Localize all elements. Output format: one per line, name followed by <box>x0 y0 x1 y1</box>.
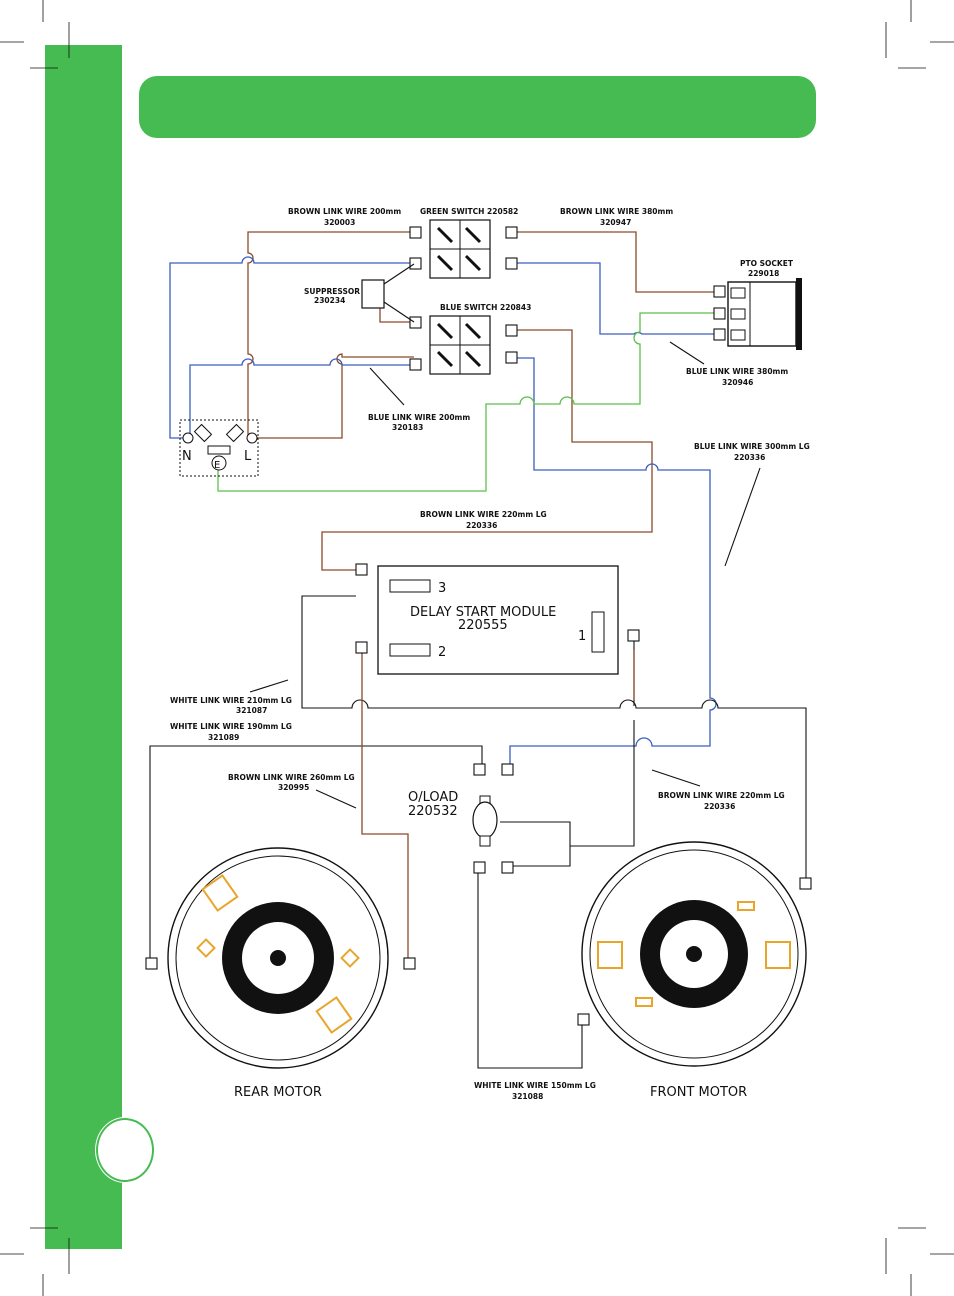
label-white-210: WHITE LINK WIRE 210mm LG <box>170 696 292 705</box>
label-brown-220b: BROWN LINK WIRE 220mm LG <box>658 791 785 800</box>
green-sidebar <box>45 45 122 1249</box>
brown-wire-320995 <box>361 650 409 958</box>
label-brown-220a-code: 220336 <box>466 521 497 530</box>
blue-wire-320183 <box>189 358 414 438</box>
label-brown-220b-code: 220336 <box>704 802 735 811</box>
label-rear-motor: REAR MOTOR <box>234 1085 322 1100</box>
mains-plug <box>179 419 259 477</box>
label-suppressor-code: 230234 <box>314 296 345 305</box>
rear-motor <box>167 847 389 1069</box>
label-pto-code: 229018 <box>748 269 779 278</box>
label-white-190-code: 321089 <box>208 733 239 742</box>
label-oload: O/LOAD <box>408 790 458 805</box>
suppressor <box>361 279 385 309</box>
label-brown-200-code: 320003 <box>324 218 355 227</box>
label-delay-code: 220555 <box>458 618 508 633</box>
label-pto-socket: PTO SOCKET <box>740 259 794 268</box>
label-white-150: WHITE LINK WIRE 150mm LG <box>474 1081 596 1090</box>
front-motor <box>581 841 807 1067</box>
brown-wire-blue-switch <box>321 329 653 571</box>
blue-switch <box>429 315 491 375</box>
green-switch <box>429 219 491 279</box>
blue-wire-220336 <box>509 357 717 768</box>
brown-wire-320947 <box>516 231 718 293</box>
label-neutral: N <box>182 449 192 464</box>
oload-component <box>472 795 498 847</box>
label-blue-300-code: 220336 <box>734 453 765 462</box>
label-white-190: WHITE LINK WIRE 190mm LG <box>170 722 292 731</box>
label-blue-380-code: 320946 <box>722 378 753 387</box>
white-wire-321087 <box>301 595 807 878</box>
brown-wire-live <box>252 353 414 439</box>
delay-start-module <box>377 565 619 675</box>
label-white-150-code: 321088 <box>512 1092 543 1101</box>
label-pin-2: 2 <box>438 645 446 660</box>
pto-socket <box>727 278 802 350</box>
page-number-circle <box>96 1118 154 1182</box>
label-front-motor: FRONT MOTOR <box>650 1085 747 1100</box>
label-blue-380: BLUE LINK WIRE 380mm <box>686 367 788 376</box>
label-brown-260: BROWN LINK WIRE 260mm LG <box>228 773 355 782</box>
label-brown-260-code: 320995 <box>278 783 309 792</box>
blue-wire-neutral-top <box>169 256 414 439</box>
terminals <box>145 226 812 1026</box>
brown-wire-320003 <box>247 231 414 438</box>
label-blue-200: BLUE LINK WIRE 200mm <box>368 413 470 422</box>
label-oload-code: 220532 <box>408 804 458 819</box>
label-brown-220a: BROWN LINK WIRE 220mm LG <box>420 510 547 519</box>
label-suppressor: SUPPRESSOR <box>304 287 360 296</box>
blue-wire-320946 <box>516 262 718 335</box>
label-live: L <box>244 449 252 464</box>
label-green-switch: GREEN SWITCH 220582 <box>420 207 518 216</box>
label-blue-200-code: 320183 <box>392 423 423 432</box>
leader-lines <box>249 341 761 809</box>
label-brown-380-code: 320947 <box>600 218 631 227</box>
white-wire-321088 <box>477 870 583 1069</box>
label-earth: E <box>214 460 220 471</box>
label-blue-300: BLUE LINK WIRE 300mm LG <box>694 442 810 451</box>
label-delay-module: DELAY START MODULE <box>410 605 556 620</box>
label-pin-3: 3 <box>438 581 446 596</box>
header-bar <box>139 76 816 138</box>
label-brown-200: BROWN LINK WIRE 200mm <box>288 207 401 216</box>
label-blue-switch: BLUE SWITCH 220843 <box>440 303 531 312</box>
label-white-210-code: 321087 <box>236 706 267 715</box>
label-brown-380: BROWN LINK WIRE 380mm <box>560 207 673 216</box>
green-wire-earth <box>217 312 718 492</box>
label-pin-1: 1 <box>578 629 586 644</box>
white-wire-321089 <box>149 745 483 958</box>
